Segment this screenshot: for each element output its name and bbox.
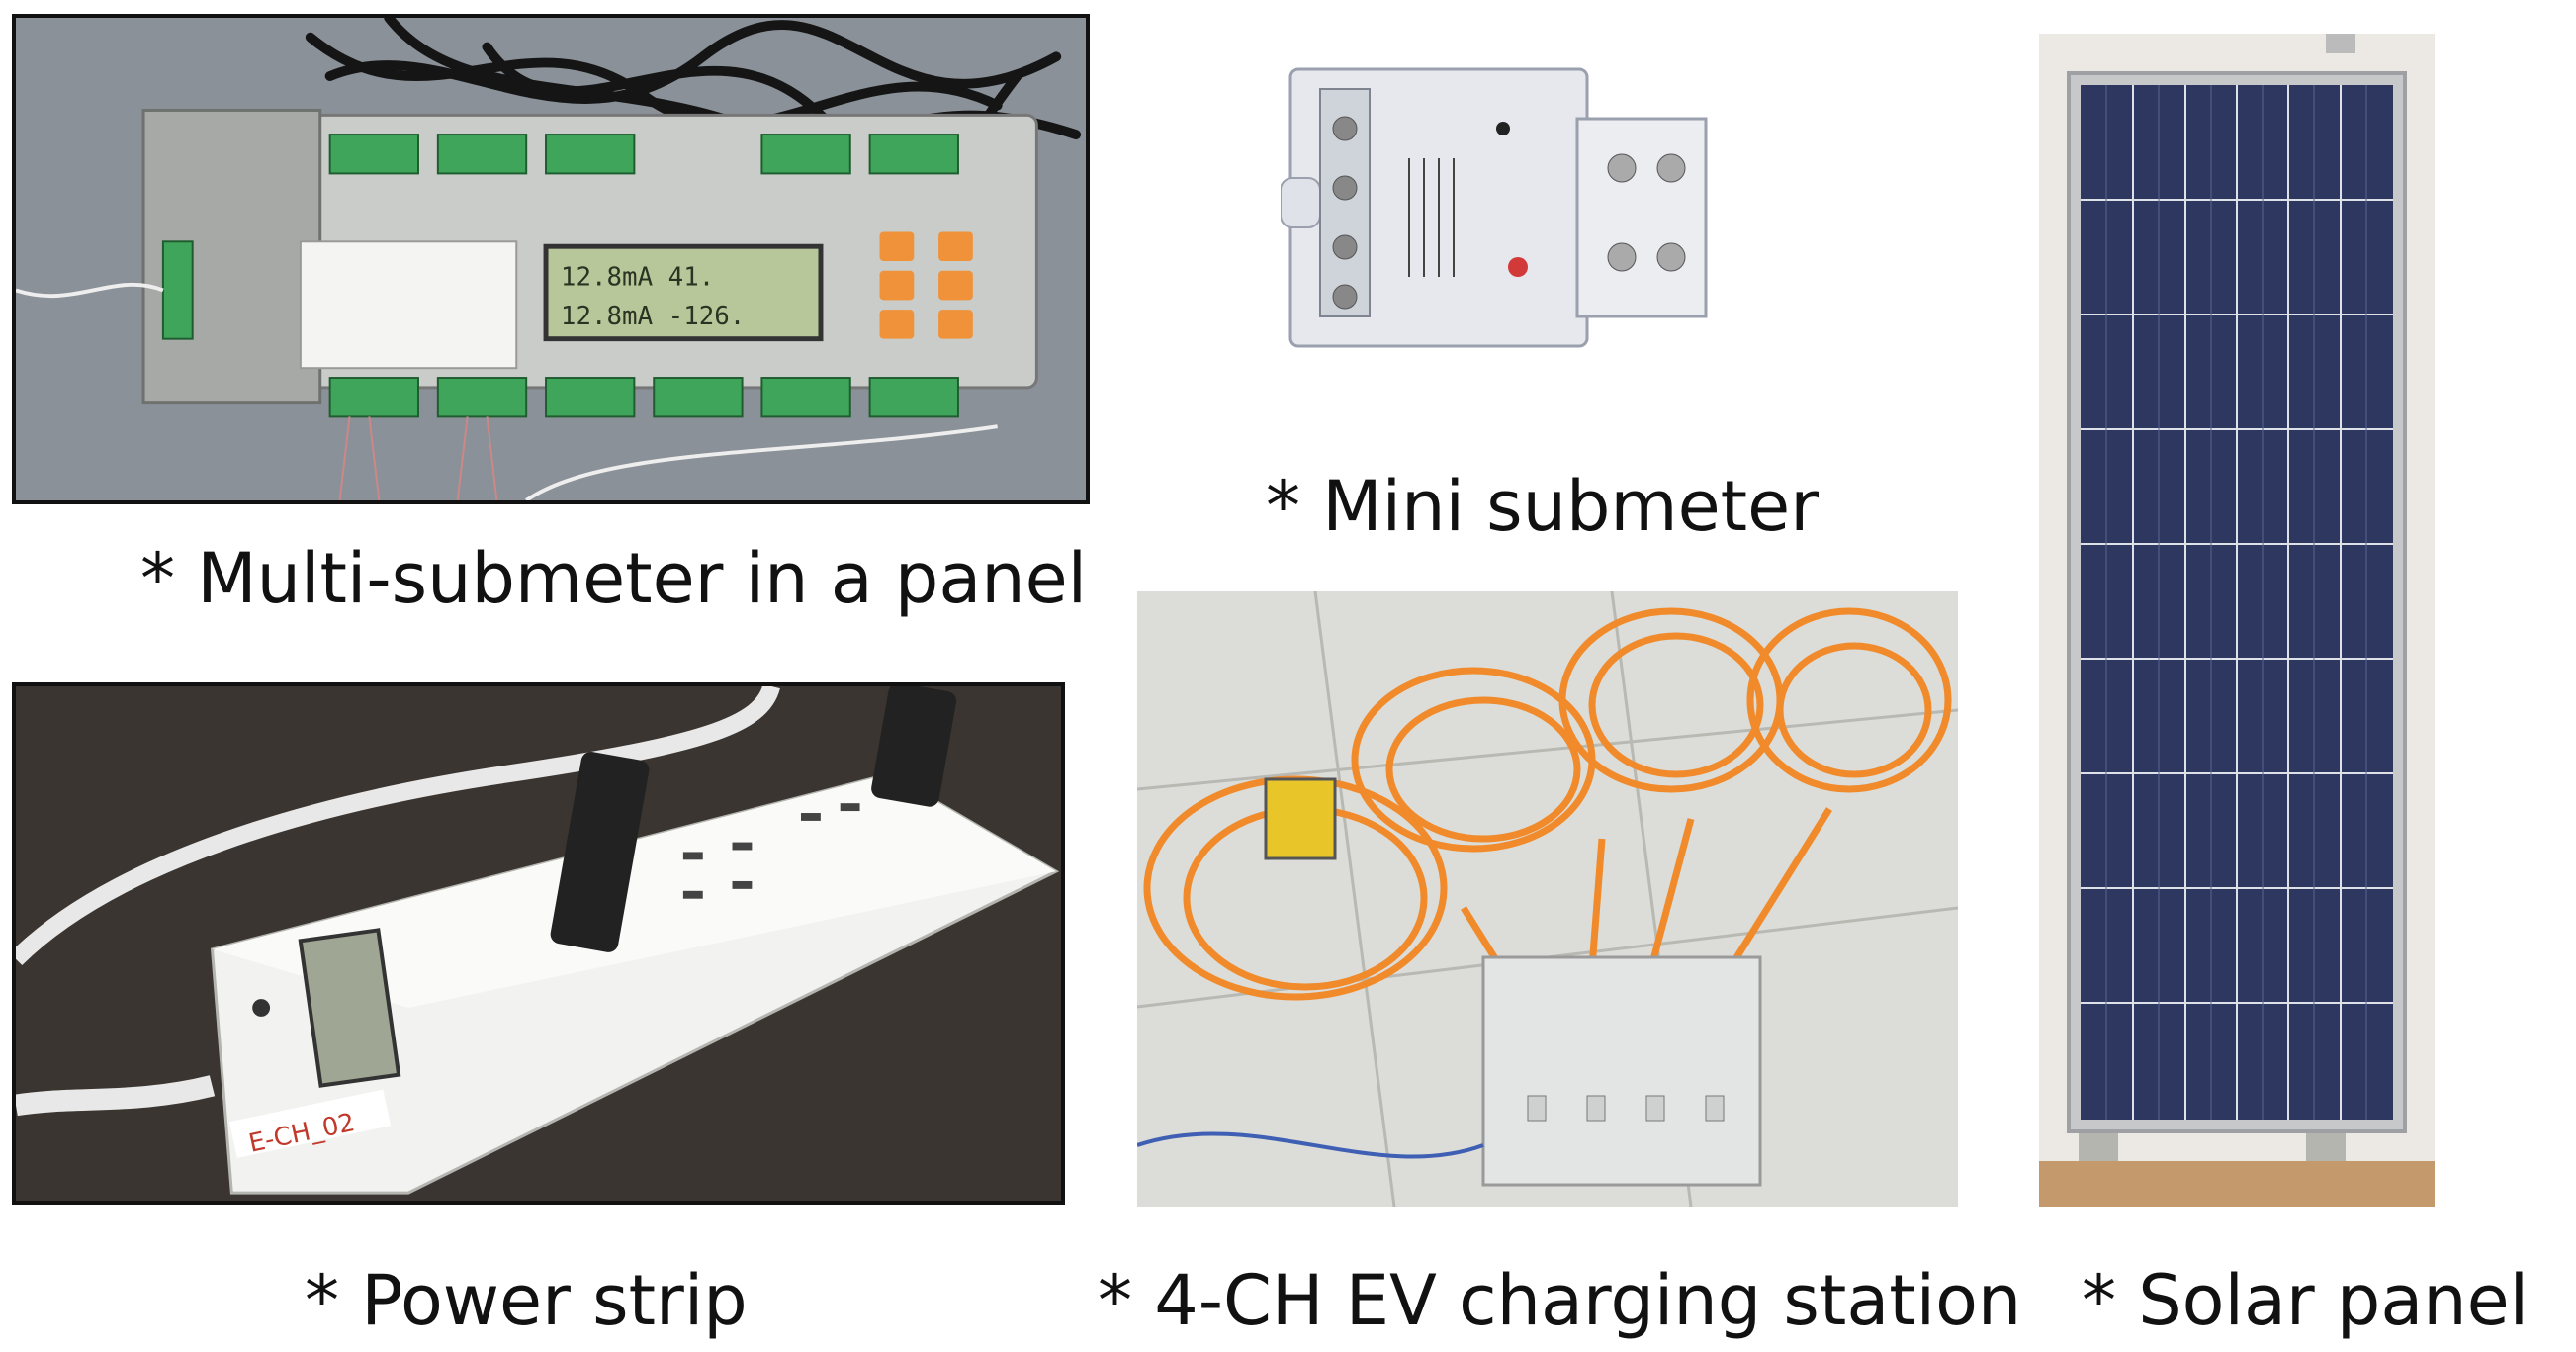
caption-mini-submeter: * Mini submeter (1266, 466, 1819, 547)
caption-multi-submeter: * Multi-submeter in a panel (140, 538, 1088, 619)
power-strip-photo: E-CH_02 (12, 682, 1065, 1205)
mini-submeter-photo (1281, 59, 1716, 376)
solar-panel-photo (2039, 34, 2435, 1207)
caption-ev-charging-station: * 4-CH EV charging station (1098, 1260, 2022, 1341)
caption-power-strip: * Power strip (305, 1260, 748, 1341)
ev-charging-station-photo (1137, 591, 1958, 1207)
lcd-line-2: 12.8mA -126. (561, 302, 745, 331)
caption-solar-panel: * Solar panel (2082, 1260, 2530, 1341)
multi-submeter-photo: 12.8mA 41. 12.8mA -126. (12, 14, 1090, 504)
lcd-line-1: 12.8mA 41. (561, 263, 714, 293)
